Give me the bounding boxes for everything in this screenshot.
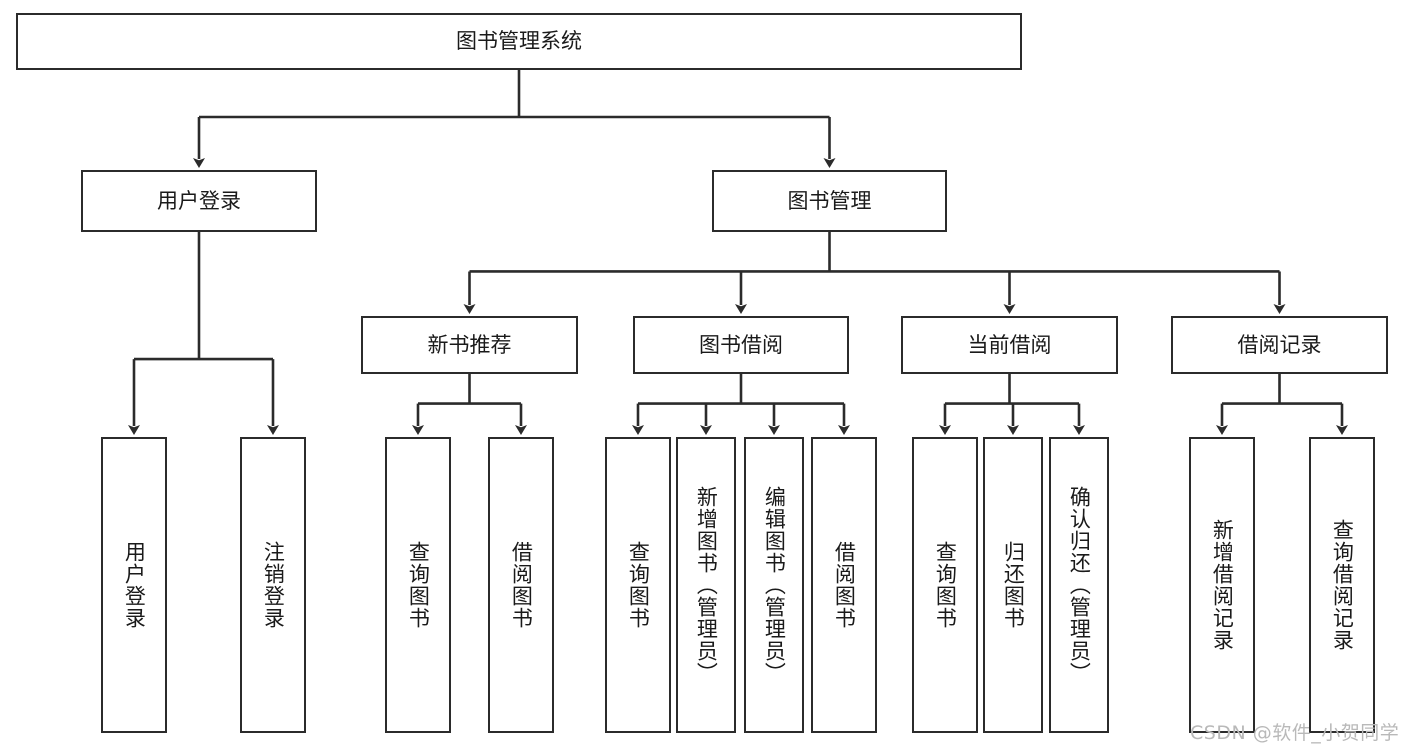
node-leaf-return-book[interactable]: 归还图书 <box>983 437 1043 733</box>
node-current-borrow[interactable]: 当前借阅 <box>901 316 1118 374</box>
node-leaf-confirm-return-label: 确认归还（管理员） <box>1067 486 1092 684</box>
node-leaf-borrow-book-1-label: 借阅图书 <box>509 541 534 629</box>
node-leaf-add-book[interactable]: 新增图书（管理员） <box>676 437 736 733</box>
node-leaf-add-book-label: 新增图书（管理员） <box>694 486 719 684</box>
node-leaf-query-book-1-label: 查询图书 <box>406 541 431 629</box>
node-leaf-query-book-3[interactable]: 查询图书 <box>912 437 978 733</box>
node-leaf-query-book-3-label: 查询图书 <box>933 541 958 629</box>
node-leaf-add-record[interactable]: 新增借阅记录 <box>1189 437 1255 733</box>
node-leaf-borrow-book-1[interactable]: 借阅图书 <box>488 437 554 733</box>
node-borrow-record-label: 借阅记录 <box>1237 332 1322 357</box>
node-leaf-user-login-label: 用户登录 <box>122 541 147 629</box>
node-current-borrow-label: 当前借阅 <box>967 332 1052 357</box>
node-leaf-query-record[interactable]: 查询借阅记录 <box>1309 437 1375 733</box>
node-book-manage[interactable]: 图书管理 <box>712 170 947 232</box>
node-leaf-query-record-label: 查询借阅记录 <box>1330 519 1355 651</box>
node-leaf-return-book-label: 归还图书 <box>1001 541 1026 629</box>
watermark: CSDN @软件_小贺同学 <box>1190 722 1400 744</box>
node-leaf-query-book-1[interactable]: 查询图书 <box>385 437 451 733</box>
node-book-manage-label: 图书管理 <box>787 188 872 213</box>
node-root-label: 图书管理系统 <box>456 29 582 54</box>
node-leaf-edit-book[interactable]: 编辑图书（管理员） <box>744 437 804 733</box>
node-new-book-rec[interactable]: 新书推荐 <box>361 316 578 374</box>
node-leaf-borrow-book-2-label: 借阅图书 <box>832 541 857 629</box>
node-user-login-label: 用户登录 <box>157 188 241 213</box>
node-leaf-query-book-2[interactable]: 查询图书 <box>605 437 671 733</box>
node-root[interactable]: 图书管理系统 <box>16 13 1022 70</box>
node-user-login[interactable]: 用户登录 <box>81 170 317 232</box>
node-borrow-record[interactable]: 借阅记录 <box>1171 316 1388 374</box>
node-leaf-edit-book-label: 编辑图书（管理员） <box>762 486 787 684</box>
node-book-borrow[interactable]: 图书借阅 <box>633 316 849 374</box>
node-new-book-rec-label: 新书推荐 <box>427 332 512 357</box>
node-leaf-confirm-return[interactable]: 确认归还（管理员） <box>1049 437 1109 733</box>
node-leaf-user-logout-label: 注销登录 <box>261 541 286 629</box>
node-leaf-borrow-book-2[interactable]: 借阅图书 <box>811 437 877 733</box>
node-leaf-user-logout[interactable]: 注销登录 <box>240 437 306 733</box>
node-leaf-add-record-label: 新增借阅记录 <box>1210 519 1235 651</box>
node-leaf-user-login[interactable]: 用户登录 <box>101 437 167 733</box>
node-book-borrow-label: 图书借阅 <box>699 332 783 357</box>
node-leaf-query-book-2-label: 查询图书 <box>626 541 651 629</box>
